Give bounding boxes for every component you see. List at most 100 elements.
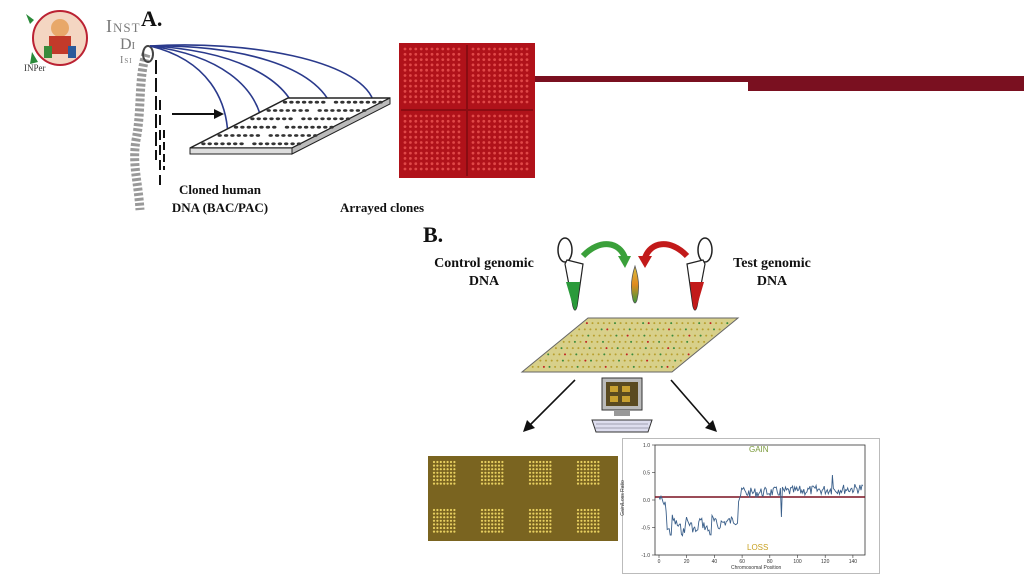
slide-spot xyxy=(642,353,645,356)
slide-spot xyxy=(601,359,604,362)
slide-spot xyxy=(691,340,694,343)
slide-spot xyxy=(679,359,682,362)
plate-well xyxy=(330,109,335,112)
array-spot xyxy=(419,74,423,77)
scan-spot xyxy=(501,471,504,474)
array-spot xyxy=(482,119,486,123)
slide-spot xyxy=(586,353,589,356)
scan-spot xyxy=(535,530,538,533)
scan-spot xyxy=(491,512,494,515)
slide-spot xyxy=(595,359,598,362)
scan-spot xyxy=(590,508,593,512)
array-spot xyxy=(419,167,423,171)
array-spot xyxy=(509,162,513,166)
scan-spot xyxy=(443,471,446,474)
slide-spot xyxy=(600,328,603,331)
array-spot xyxy=(446,63,450,67)
scan-spot xyxy=(432,471,436,474)
slide-spot xyxy=(613,340,616,343)
plate-well xyxy=(226,142,232,146)
array-spot xyxy=(436,63,439,67)
array-spot xyxy=(419,68,423,72)
scan-spot xyxy=(593,508,597,512)
slide-spot xyxy=(590,340,593,343)
array-spot xyxy=(487,84,491,88)
scan-spot xyxy=(532,512,535,515)
scan-spot xyxy=(501,478,504,482)
array-spot xyxy=(409,125,412,128)
array-spot xyxy=(477,79,480,83)
scan-spot xyxy=(497,471,501,474)
slide-spot xyxy=(687,322,689,325)
scan-spot xyxy=(576,512,580,515)
array-spot xyxy=(477,162,480,166)
array-spot xyxy=(471,68,475,72)
scan-spot xyxy=(535,519,538,522)
slide-spot xyxy=(606,328,609,331)
scan-spot xyxy=(453,523,456,526)
array-spot xyxy=(419,146,423,150)
slide-spot xyxy=(616,347,619,350)
scan-spot xyxy=(443,464,446,467)
array-spot xyxy=(441,68,445,72)
slide-spot xyxy=(651,359,654,362)
array-spot xyxy=(482,84,486,88)
array-spot xyxy=(403,146,407,150)
array-spot xyxy=(514,157,518,160)
plate-well xyxy=(352,100,358,104)
scan-spot xyxy=(539,530,542,533)
array-spot xyxy=(403,162,407,166)
scan-spot xyxy=(446,530,449,533)
slide-spot xyxy=(705,334,708,337)
slide-spot xyxy=(622,347,625,350)
slide-spot xyxy=(573,340,576,343)
array-spot xyxy=(436,95,439,99)
scan-spot xyxy=(580,519,583,522)
scan-spot xyxy=(494,508,497,512)
array-spot xyxy=(441,58,445,61)
array-spot xyxy=(457,151,461,155)
array-spot xyxy=(477,68,480,72)
array-spot xyxy=(425,58,428,61)
array-spot xyxy=(446,162,450,166)
scan-spot xyxy=(532,530,535,533)
array-spot xyxy=(525,125,529,128)
array-spot xyxy=(414,141,418,144)
array-spot xyxy=(419,141,423,144)
scan-spot xyxy=(542,478,545,482)
slide-spot xyxy=(624,340,627,343)
slide-spot xyxy=(650,347,653,350)
scan-spot xyxy=(539,508,542,512)
plate-well xyxy=(250,117,255,121)
plate-well xyxy=(306,134,312,137)
scan-spot xyxy=(597,512,600,515)
y-tick-label: 0.0 xyxy=(643,498,650,504)
array-spot xyxy=(419,130,423,134)
array-spot xyxy=(477,74,480,77)
plate-well xyxy=(340,100,345,104)
scan-spot xyxy=(432,526,436,530)
scan-spot xyxy=(480,526,484,530)
plate-well xyxy=(349,109,354,112)
array-spot xyxy=(482,52,486,56)
slide-spot xyxy=(604,365,607,368)
array-spot xyxy=(514,79,518,83)
scan-spot xyxy=(436,530,439,533)
array-spot xyxy=(430,58,434,61)
scan-spot xyxy=(491,475,494,478)
control-dna-line2: DNA xyxy=(468,274,500,289)
array-spot xyxy=(520,162,523,166)
slide-spot xyxy=(660,365,663,368)
scan-spot xyxy=(545,460,549,464)
array-spot xyxy=(487,90,491,93)
array-spot xyxy=(482,141,486,144)
array-spot xyxy=(457,79,461,83)
array-spot xyxy=(482,130,486,134)
scan-spot xyxy=(528,464,532,467)
array-spot xyxy=(504,58,507,61)
scan-spot xyxy=(439,512,442,515)
scan-spot xyxy=(590,519,593,522)
scan-spot xyxy=(549,464,552,467)
array-spot xyxy=(520,74,523,77)
scan-spot xyxy=(597,475,600,478)
